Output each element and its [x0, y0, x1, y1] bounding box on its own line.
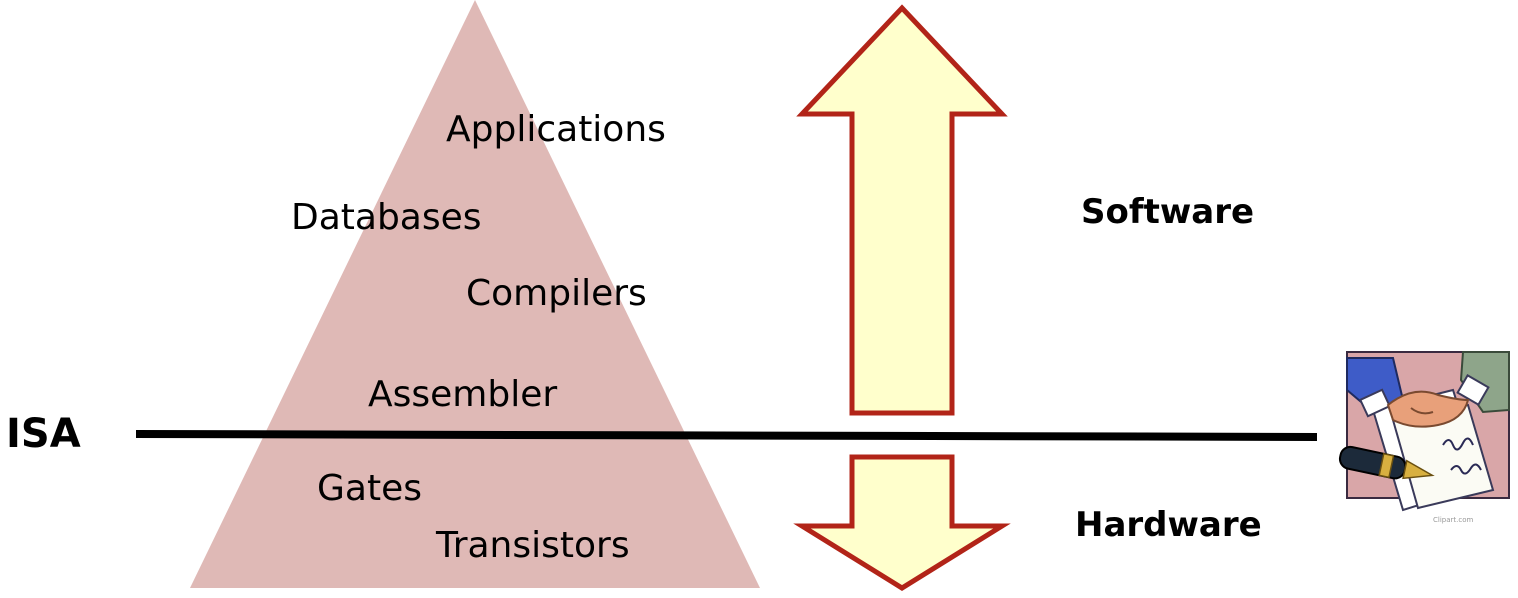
isa-label: ISA — [6, 411, 81, 457]
layer-label-transistors: Transistors — [436, 525, 630, 566]
layer-label-assembler: Assembler — [368, 374, 558, 415]
software-label: Software — [1081, 192, 1255, 232]
layer-label-applications: Applications — [446, 109, 666, 150]
handshake-contract-icon: Clipart.com — [1338, 351, 1510, 524]
hardware-down-arrow — [793, 454, 1011, 591]
clipart-caption: Clipart.com — [1433, 516, 1473, 524]
isa-divider-line — [135, 430, 1318, 441]
software-up-arrow — [796, 4, 1008, 416]
abstraction-pyramid — [190, 0, 760, 588]
layer-label-databases: Databases — [291, 197, 482, 238]
layer-label-compilers: Compilers — [466, 273, 647, 314]
hardware-label: Hardware — [1075, 505, 1262, 545]
layer-label-gates: Gates — [317, 468, 422, 509]
